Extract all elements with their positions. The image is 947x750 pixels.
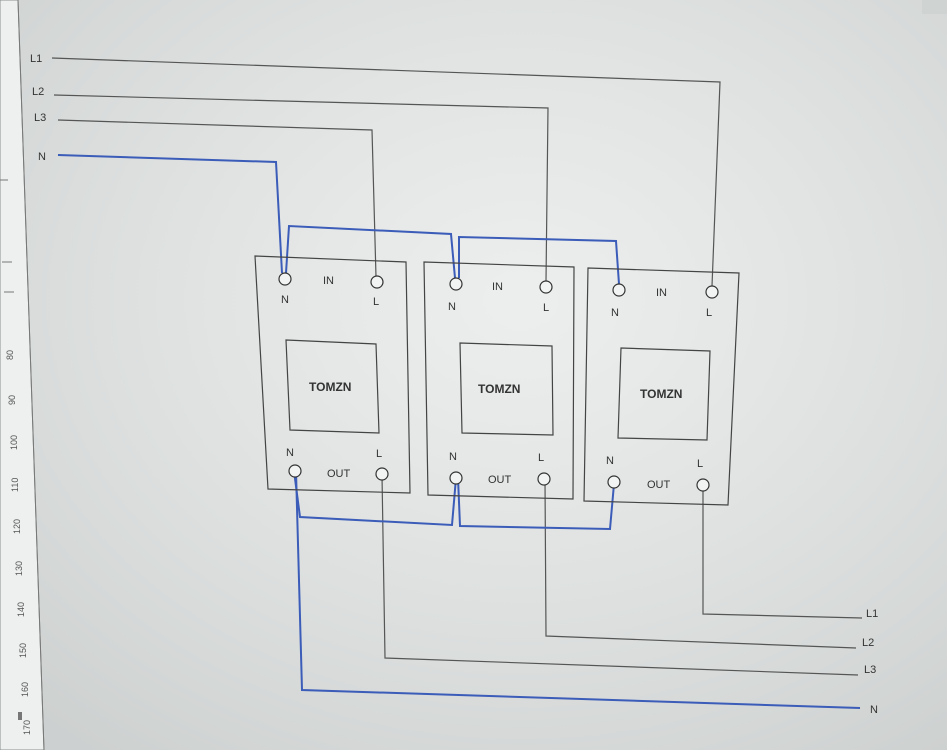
wire-l2-out [544, 479, 857, 649]
ruler-tick-100: 100 [9, 435, 19, 450]
module-1: IN N L TOMZN N L OUT [254, 255, 411, 494]
ruler-tick-150: 150 [18, 643, 28, 658]
module-2-out-label: OUT [488, 474, 512, 486]
wire-l3-out [381, 474, 859, 676]
wire-l2-in [53, 94, 549, 282]
module-1-out-label: OUT [327, 468, 351, 480]
phase-wires [51, 57, 863, 676]
module-1-out-l-label: L [376, 448, 382, 460]
module-2-in-l-label: L [543, 302, 549, 314]
module-2-out-n-label: N [449, 451, 457, 463]
module-2-in-n-terminal [449, 277, 463, 291]
module-3-out-l-label: L [697, 458, 703, 470]
module-3-out-l-terminal [696, 478, 710, 492]
ruler-tick-120: 120 [12, 519, 22, 534]
wire-l1-out [702, 487, 863, 619]
left-terminal-l2: L2 [32, 86, 44, 98]
module-1-out-l-terminal [375, 467, 389, 481]
module-3-in-l-label: L [706, 307, 712, 319]
neutral-wires [57, 154, 861, 709]
module-2-in-l-terminal [539, 280, 553, 294]
screen-corner-shade [922, 0, 947, 14]
ruler-tick-140: 140 [16, 602, 26, 617]
module-3-box [583, 267, 740, 506]
module-1-in-n-label: N [281, 294, 289, 306]
module-2-out-l-terminal [537, 472, 551, 486]
module-3-in-l-terminal [705, 285, 719, 299]
left-terminal-l1: L1 [30, 53, 42, 65]
module-3-in-label: IN [656, 287, 667, 299]
wire-n-in [57, 154, 283, 274]
ruler-tick-160: 160 [20, 682, 30, 697]
module-1-brand: TOMZN [309, 380, 351, 394]
module-2-out-l-label: L [538, 452, 544, 464]
ruler-tick-80: 80 [5, 350, 15, 360]
module-3-out-n-label: N [606, 455, 614, 467]
module-3-device [617, 347, 711, 441]
ruler-marker [18, 712, 22, 720]
vertical-ruler: 80 90 100 110 120 130 140 150 160 170 [0, 0, 45, 750]
ruler-tick-110: 110 [10, 478, 20, 492]
module-1-in-l-terminal [370, 275, 384, 289]
module-2: IN N L TOMZN N L OUT [423, 261, 575, 500]
module-3-out-label: OUT [647, 479, 671, 491]
left-terminal-l3: L3 [34, 112, 46, 124]
module-1-in-l-label: L [373, 296, 379, 308]
left-terminal-n: N [38, 151, 46, 163]
module-3: IN N L TOMZN N L OUT [583, 267, 740, 506]
module-1-in-n-terminal [278, 272, 292, 286]
module-1-box [254, 255, 411, 494]
ruler-tick-170: 170 [22, 720, 32, 735]
module-1-out-n-terminal [288, 464, 302, 478]
module-3-in-n-terminal [612, 283, 626, 297]
wire-n-bridge-2 [458, 235, 620, 285]
module-2-in-n-label: N [448, 301, 456, 313]
module-2-brand: TOMZN [478, 382, 520, 396]
wire-n-out-bridge-2 [457, 477, 615, 531]
wire-n-bridge-1 [285, 224, 456, 279]
wire-n-out [295, 470, 861, 709]
module-2-device [459, 342, 554, 436]
module-3-in-n-label: N [611, 307, 619, 319]
ruler-tick-90: 90 [7, 395, 17, 405]
right-terminal-l1: L1 [866, 608, 878, 620]
module-1-in-label: IN [323, 275, 334, 287]
right-terminal-l3: L3 [864, 664, 876, 676]
module-3-out-n-terminal [607, 475, 621, 489]
wire-l3-in [57, 119, 377, 278]
ruler-tick-130: 130 [14, 561, 24, 576]
module-2-box [423, 261, 575, 500]
module-1-out-n-label: N [286, 447, 294, 459]
right-terminal-l2: L2 [862, 637, 874, 649]
module-2-in-label: IN [492, 281, 503, 293]
module-1-device [285, 339, 380, 434]
module-2-out-n-terminal [449, 471, 463, 485]
module-3-brand: TOMZN [640, 387, 682, 401]
wire-l1-in [51, 57, 721, 287]
right-terminal-n: N [870, 704, 878, 716]
